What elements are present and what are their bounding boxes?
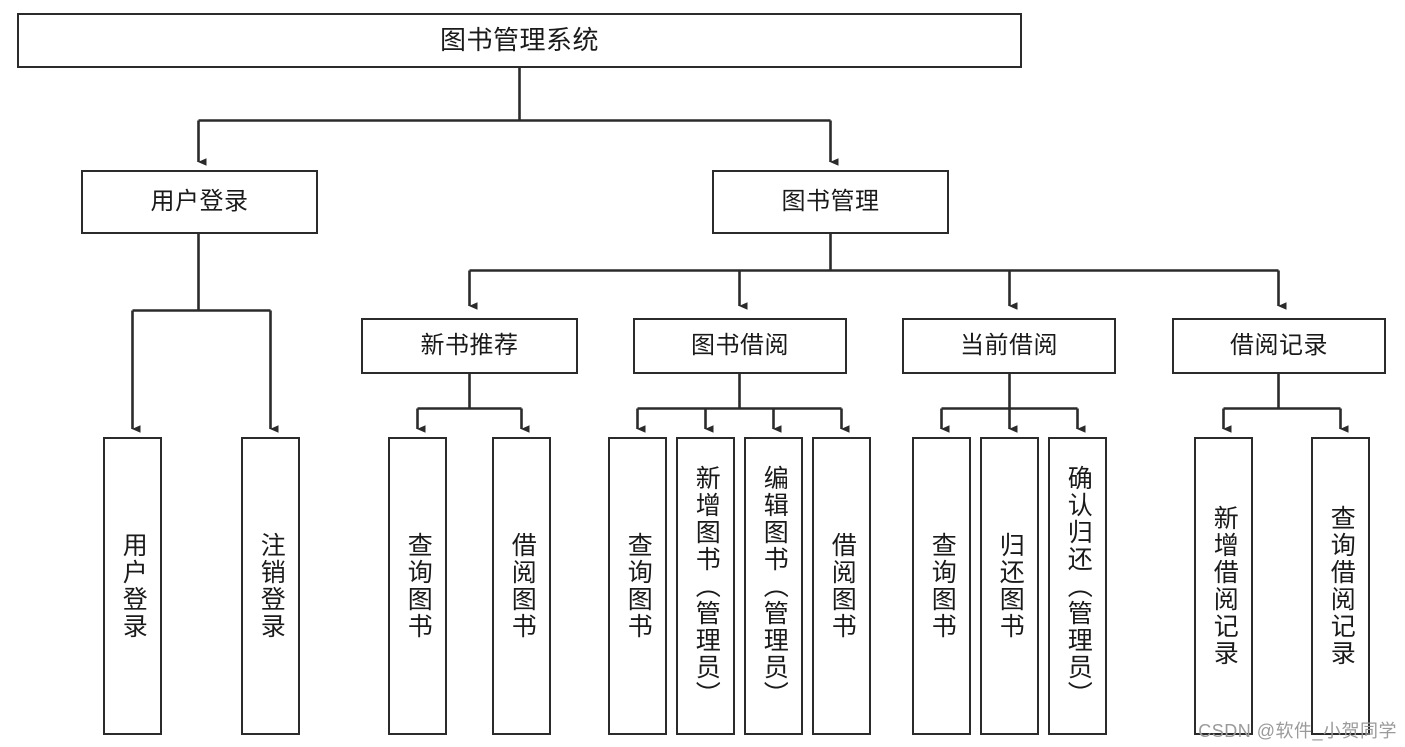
node-label: 图书借阅 [691,331,789,359]
node-leaf-new-book-query[interactable]: 查询图书 [388,437,447,735]
node-leaf-borrow-record-add[interactable]: 新增借阅记录 [1194,437,1253,735]
node-label: 新增借阅记录 [1210,505,1239,667]
watermark-text: CSDN @软件_小贺同学 [1198,721,1397,741]
node-label: 用户登录 [150,187,249,215]
node-label: 查询借阅记录 [1327,505,1356,667]
node-label: 查询图书 [624,532,653,640]
node-label: 借阅图书 [508,532,537,640]
node-leaf-user-login-logout[interactable]: 注销登录 [241,437,300,735]
node-label: 用户登录 [119,532,148,640]
node-label: 图书管理 [781,187,880,215]
node-label: 查询图书 [404,532,433,640]
node-leaf-book-borrow-edit[interactable]: 编辑图书（管理员） [744,437,803,735]
node-label: 编辑图书（管理员） [760,464,789,708]
node-label: 借阅记录 [1230,331,1328,359]
node-leaf-user-login-login[interactable]: 用户登录 [103,437,162,735]
node-leaf-book-borrow-add[interactable]: 新增图书（管理员） [676,437,735,735]
node-book-management[interactable]: 图书管理 [712,170,949,234]
node-label: 新增图书（管理员） [692,464,721,708]
node-root-book-management-system[interactable]: 图书管理系统 [17,13,1022,68]
node-leaf-current-borrow-confirm-return[interactable]: 确认归还（管理员） [1048,437,1107,735]
node-new-book-recommendation[interactable]: 新书推荐 [361,318,578,374]
node-label: 借阅图书 [828,532,857,640]
node-leaf-book-borrow-query[interactable]: 查询图书 [608,437,667,735]
node-label: 注销登录 [257,532,286,640]
node-label: 归还图书 [996,532,1025,640]
node-leaf-current-borrow-query[interactable]: 查询图书 [912,437,971,735]
node-borrow-record[interactable]: 借阅记录 [1172,318,1386,374]
node-book-borrow[interactable]: 图书借阅 [633,318,847,374]
node-label: 图书管理系统 [439,25,599,56]
node-label: 查询图书 [928,532,957,640]
node-leaf-new-book-borrow[interactable]: 借阅图书 [492,437,551,735]
node-leaf-borrow-record-query[interactable]: 查询借阅记录 [1311,437,1370,735]
node-label: 当前借阅 [960,331,1058,359]
node-leaf-current-borrow-return[interactable]: 归还图书 [980,437,1039,735]
node-user-login[interactable]: 用户登录 [81,170,318,234]
node-label: 新书推荐 [420,331,519,359]
node-leaf-book-borrow-borrow[interactable]: 借阅图书 [812,437,871,735]
node-label: 确认归还（管理员） [1064,464,1093,708]
node-current-borrow[interactable]: 当前借阅 [902,318,1116,374]
